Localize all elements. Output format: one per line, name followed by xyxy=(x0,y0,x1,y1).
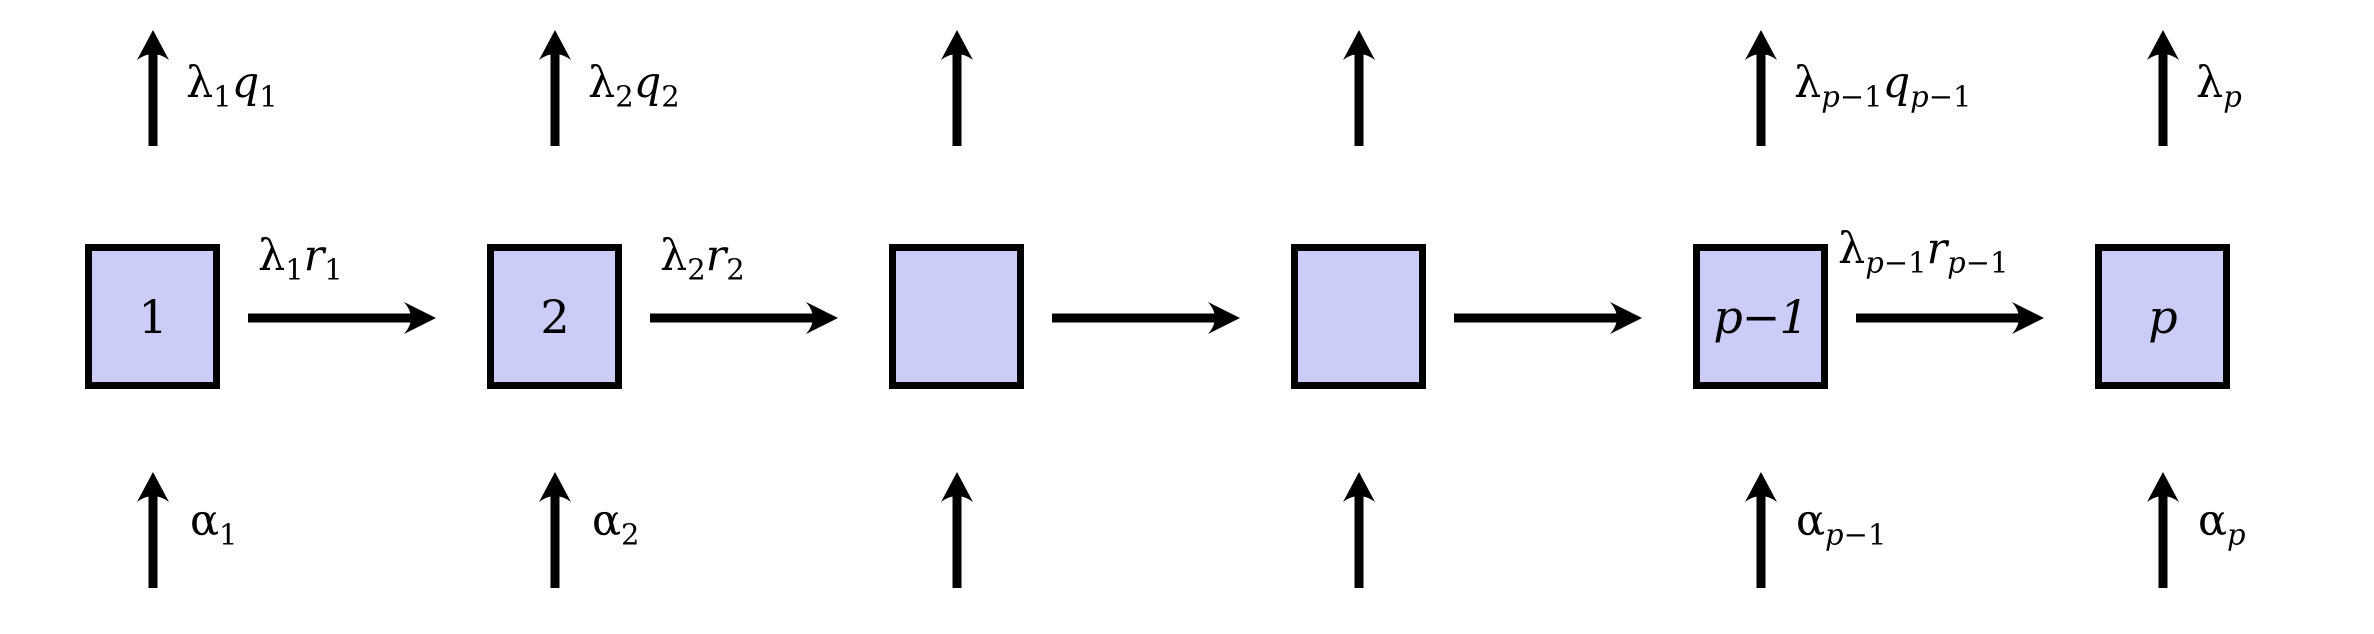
inflow-label-c1: α1 xyxy=(190,496,238,552)
transfer-arrow-c3-c4 xyxy=(1052,302,1240,334)
inflow-label-cp-1: αp−1 xyxy=(1796,496,1887,552)
transfer-arrow-c2-c3 xyxy=(650,302,838,334)
compartment-label-c2: 2 xyxy=(540,289,569,344)
transfer-label-cp-1-cp: λp−1rp−1 xyxy=(1838,224,2009,280)
transfer-arrow-cp-1-cp xyxy=(1856,302,2044,334)
outflow-label-cp: λp xyxy=(2196,58,2242,114)
inflow-arrow-c2 xyxy=(539,472,571,588)
inflow-label-cp: αp xyxy=(2198,496,2246,552)
compartment-box-cp-1[interactable]: p−1 xyxy=(1693,244,1828,389)
outflow-arrow-c4 xyxy=(1343,30,1375,146)
outflow-arrow-cp xyxy=(2147,30,2179,146)
transfer-arrow-c1-c2 xyxy=(248,302,436,334)
compartment-box-c2[interactable]: 2 xyxy=(487,244,622,389)
outflow-label-cp-1: λp−1qp−1 xyxy=(1794,58,1972,114)
compartment-label-cp: p xyxy=(2148,289,2177,344)
outflow-arrow-c3 xyxy=(941,30,973,146)
transfer-arrow-c4-cp-1 xyxy=(1454,302,1642,334)
compartment-label-cp-1: p−1 xyxy=(1713,289,1808,344)
inflow-arrow-c1 xyxy=(137,472,169,588)
transfer-label-c2-c3: λ2r2 xyxy=(660,231,745,287)
compartment-box-c4[interactable] xyxy=(1291,244,1426,389)
compartment-box-c1[interactable]: 1 xyxy=(85,244,220,389)
inflow-arrow-c4 xyxy=(1343,472,1375,588)
compartment-box-c3[interactable] xyxy=(889,244,1024,389)
outflow-label-c1: λ1q1 xyxy=(186,58,278,114)
outflow-arrow-c1 xyxy=(137,30,169,146)
compartment-label-c1: 1 xyxy=(138,289,167,344)
outflow-arrow-c2 xyxy=(539,30,571,146)
inflow-arrow-c3 xyxy=(941,472,973,588)
inflow-arrow-cp-1 xyxy=(1745,472,1777,588)
transfer-label-c1-c2: λ1r1 xyxy=(258,231,343,287)
inflow-label-c2: α2 xyxy=(592,496,640,552)
inflow-arrow-cp xyxy=(2147,472,2179,588)
outflow-label-c2: λ2q2 xyxy=(588,58,680,114)
compartment-box-cp[interactable]: p xyxy=(2095,244,2230,389)
outflow-arrow-cp-1 xyxy=(1745,30,1777,146)
